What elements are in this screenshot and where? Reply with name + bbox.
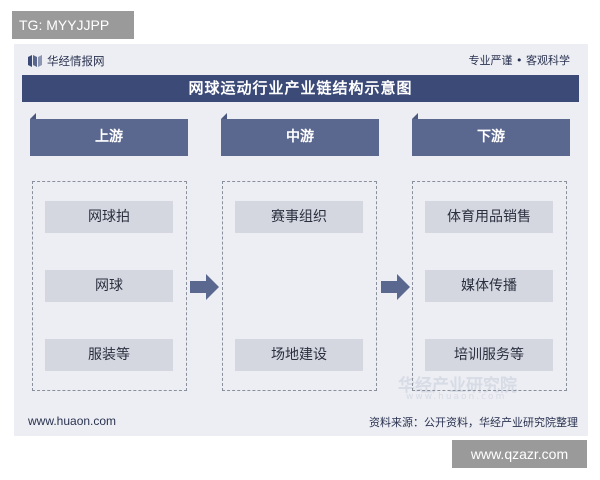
- flow-arrow-icon: [190, 274, 219, 300]
- diagram-title: 网球运动行业产业链结构示意图: [22, 75, 579, 102]
- item-downstream-2: 媒体传播: [425, 270, 553, 302]
- brand-logo-icon: [28, 55, 42, 67]
- item-upstream-1: 网球拍: [45, 201, 173, 233]
- stage-group-downstream: [412, 181, 567, 391]
- item-midstream-1: 赛事组织: [235, 201, 363, 233]
- overlay-tag-top-left: TG: MYYJJPP: [12, 11, 134, 39]
- item-downstream-1: 体育用品销售: [425, 201, 553, 233]
- brand: 华经情报网: [28, 53, 105, 69]
- footer-url: www.huaon.com: [28, 414, 117, 428]
- stage-header-upstream: 上游: [30, 113, 188, 156]
- stage-header-downstream: 下游: [412, 113, 570, 156]
- background-watermark: 华经产业研究院: [398, 376, 517, 396]
- flow-arrow-icon: [381, 274, 410, 300]
- background-watermark-url: www.huaon.com: [406, 392, 507, 402]
- overlay-tag-bottom-right: www.qzazr.com: [452, 440, 587, 468]
- item-upstream-2: 网球: [45, 270, 173, 302]
- slogan: 专业严谨 • 客观科学: [468, 54, 570, 67]
- item-midstream-2: 场地建设: [235, 339, 363, 371]
- footer-source: 资料来源：公开资料，华经产业研究院整理: [369, 416, 578, 429]
- brand-name: 华经情报网: [47, 54, 105, 68]
- stage-group-midstream: [222, 181, 377, 391]
- item-downstream-3: 培训服务等: [425, 339, 553, 371]
- stage-header-midstream: 中游: [221, 113, 379, 156]
- stage-group-upstream: [32, 181, 187, 391]
- item-upstream-3: 服装等: [45, 339, 173, 371]
